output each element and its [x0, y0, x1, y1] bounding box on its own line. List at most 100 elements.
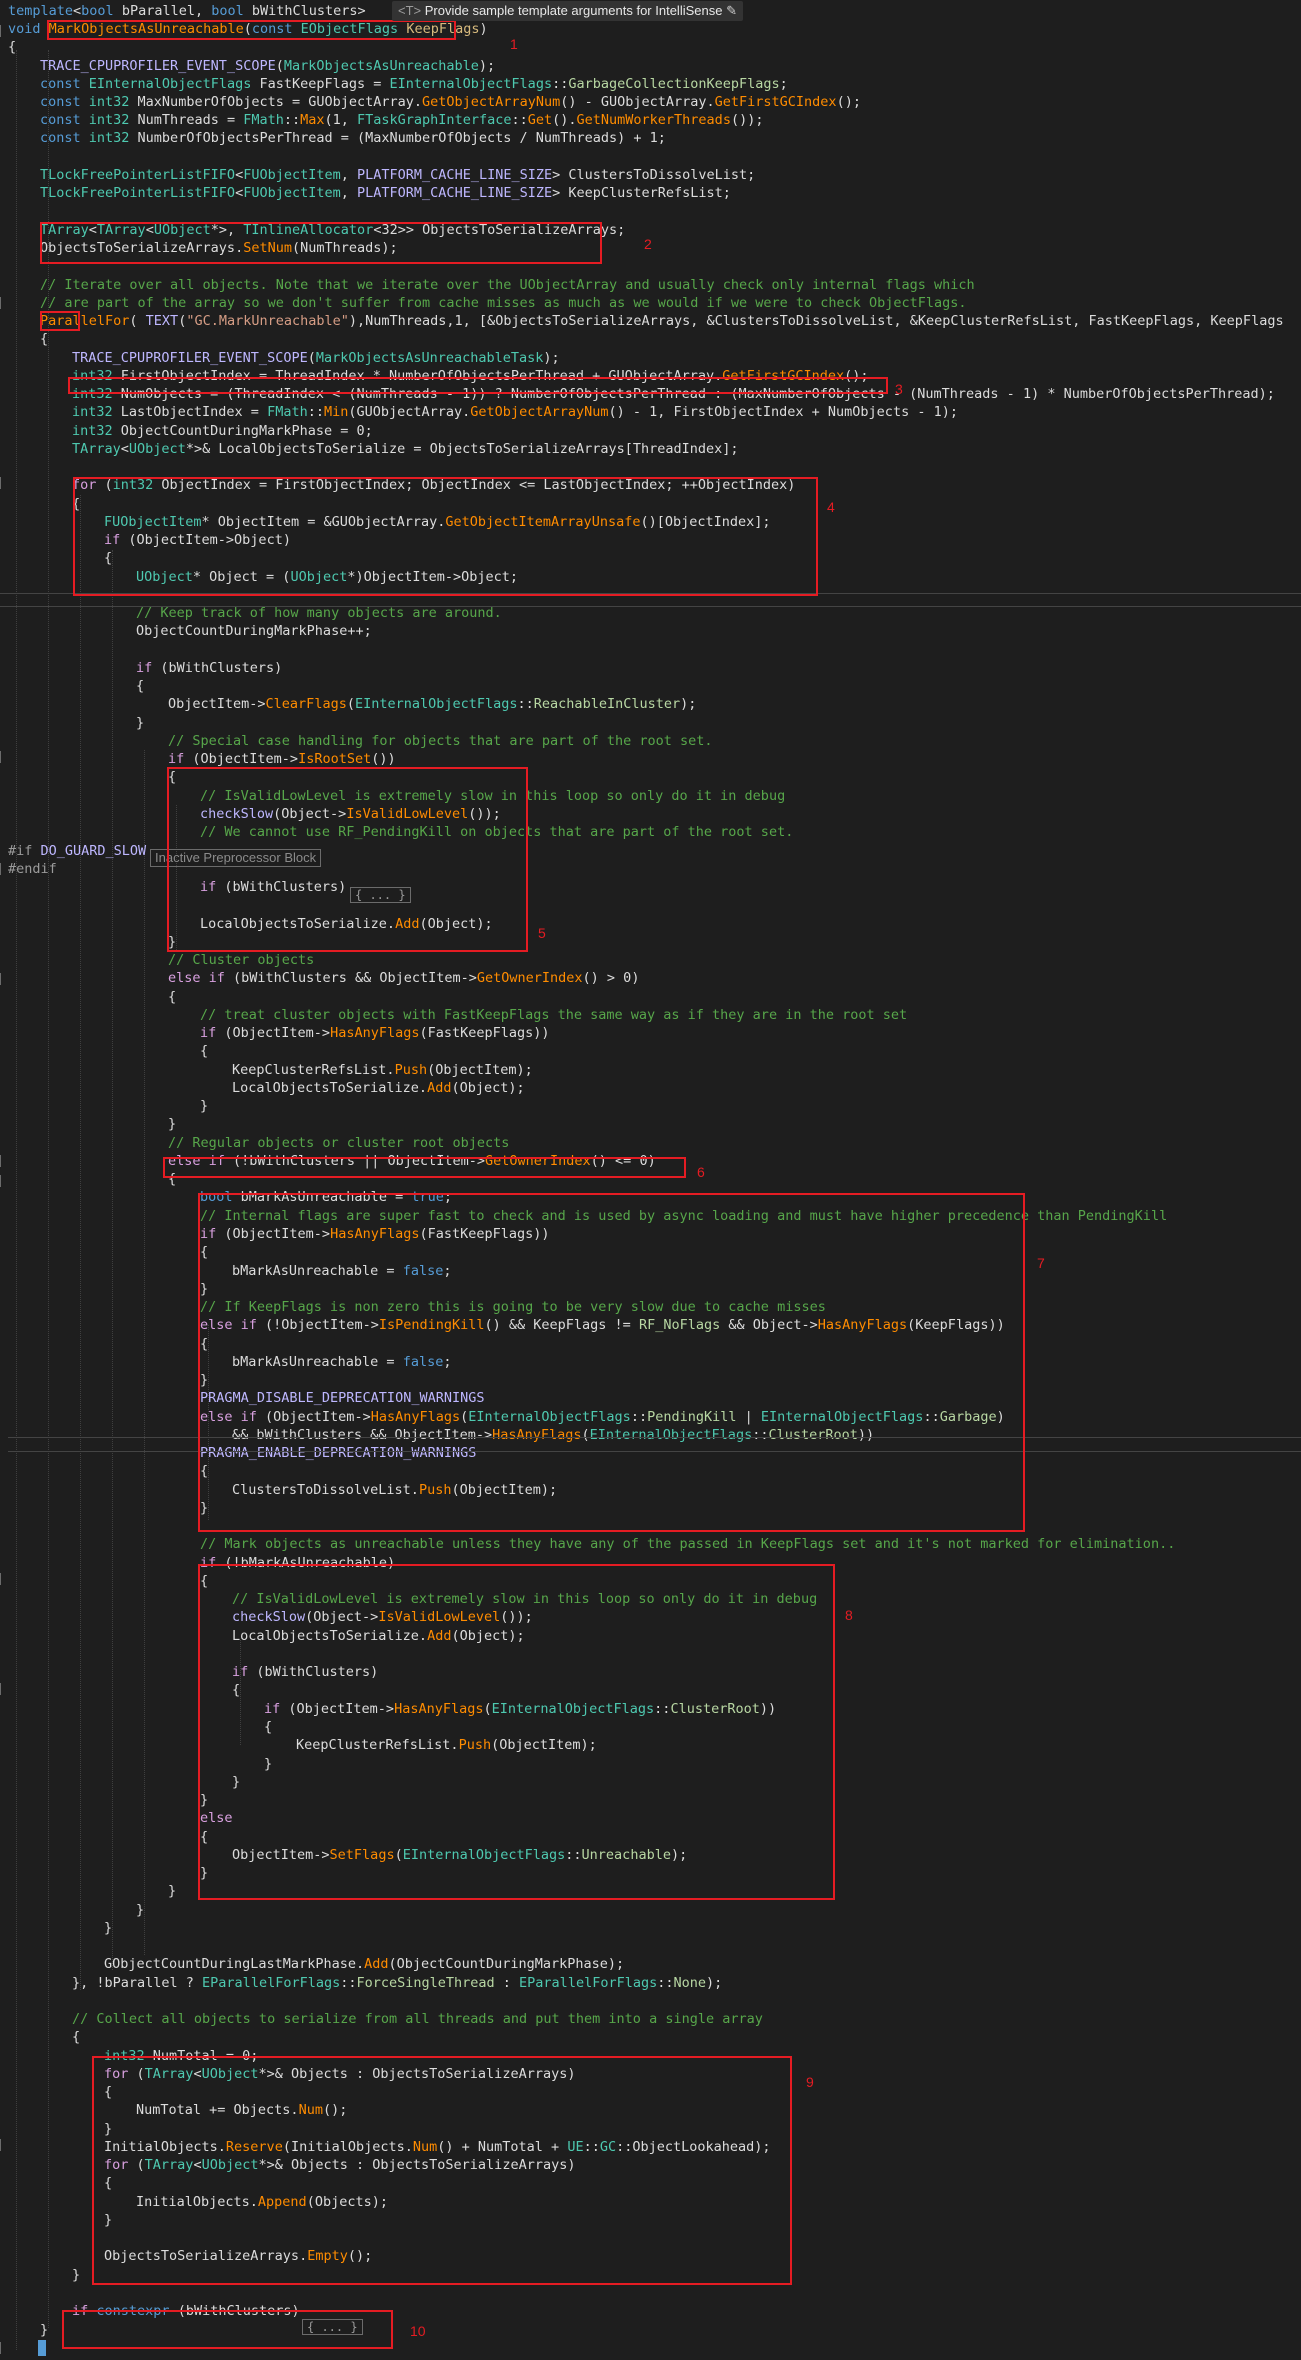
code-line[interactable]: PRAGMA_ENABLE_DEPRECATION_WARNINGS	[200, 1444, 476, 1462]
fold-marker[interactable]	[0, 973, 9, 985]
code-line[interactable]: ParallelFor( TEXT("GC.MarkUnreachable"),…	[40, 312, 1284, 330]
code-line[interactable]: else if (ObjectItem->HasAnyFlags(EIntern…	[200, 1408, 1005, 1426]
code-line[interactable]: TRACE_CPUPROFILER_EVENT_SCOPE(MarkObject…	[72, 349, 560, 367]
code-line[interactable]: }	[264, 1755, 272, 1773]
code-line[interactable]: LocalObjectsToSerialize.Add(Object);	[232, 1627, 525, 1645]
code-line[interactable]: for (TArray<UObject*>& Objects : Objects…	[104, 2156, 575, 2174]
code-line[interactable]: // Iterate over all objects. Note that w…	[40, 276, 975, 294]
code-line[interactable]: ClustersToDissolveList.Push(ObjectItem);	[232, 1481, 557, 1499]
code-line[interactable]: TArray<TArray<UObject*>, TInlineAllocato…	[40, 221, 625, 239]
code-line[interactable]: }	[200, 1371, 208, 1389]
code-line[interactable]: NumTotal += Objects.Num();	[136, 2101, 347, 2119]
fold-marker[interactable]	[0, 751, 9, 763]
fold-marker[interactable]	[0, 25, 9, 37]
code-line[interactable]: ObjectsToSerializeArrays.SetNum(NumThrea…	[40, 239, 398, 257]
code-line[interactable]: LocalObjectsToSerialize.Add(Object);	[200, 915, 493, 933]
code-line[interactable]: if (ObjectItem->HasAnyFlags(FastKeepFlag…	[200, 1225, 550, 1243]
code-line[interactable]: {	[72, 2028, 80, 2046]
fold-marker[interactable]	[0, 2342, 9, 2354]
code-line[interactable]: // Internal flags are super fast to chec…	[200, 1207, 1167, 1225]
code-line[interactable]: {	[200, 1828, 208, 1846]
code-line[interactable]: {	[168, 768, 176, 786]
code-line[interactable]: }	[136, 1901, 144, 1919]
code-line[interactable]: }	[200, 1864, 208, 1882]
code-line[interactable]: else	[200, 1809, 233, 1827]
code-line[interactable]: {	[136, 677, 144, 695]
code-line[interactable]: {	[72, 495, 80, 513]
fold-marker[interactable]	[0, 1683, 9, 1695]
collapsed-region-button[interactable]: { ... }	[302, 2319, 363, 2335]
code-line[interactable]: int32 NumObjects = (ThreadIndex < (NumTh…	[72, 385, 1275, 403]
code-line[interactable]: const EInternalObjectFlags FastKeepFlags…	[40, 75, 788, 93]
inactive-preprocessor-label[interactable]: Inactive Preprocessor Block	[150, 849, 322, 867]
code-line[interactable]: {	[200, 1572, 208, 1590]
code-line[interactable]: }	[200, 1097, 208, 1115]
code-line[interactable]: #if DO_GUARD_SLOW	[8, 842, 146, 860]
code-line[interactable]: if (ObjectItem->Object)	[104, 531, 291, 549]
code-line[interactable]: {	[40, 330, 48, 348]
code-line[interactable]: #endif	[8, 860, 57, 878]
code-line[interactable]: {	[232, 1681, 240, 1699]
code-line[interactable]: }	[168, 933, 176, 951]
code-line[interactable]: }	[168, 1882, 176, 1900]
code-line[interactable]: {	[104, 2083, 112, 2101]
code-line[interactable]: ObjectItem->ClearFlags(EInternalObjectFl…	[168, 695, 696, 713]
code-line[interactable]: LocalObjectsToSerialize.Add(Object);	[232, 1079, 525, 1097]
code-line[interactable]: for (int32 ObjectIndex = FirstObjectInde…	[72, 476, 795, 494]
fold-marker[interactable]	[0, 863, 9, 875]
code-line[interactable]: }	[72, 2266, 80, 2284]
code-line[interactable]: InitialObjects.Reserve(InitialObjects.Nu…	[104, 2138, 771, 2156]
code-line[interactable]: // Mark objects as unreachable unless th…	[200, 1535, 1175, 1553]
code-line[interactable]: }	[200, 1499, 208, 1517]
collapsed-region-button[interactable]: { ... }	[350, 887, 411, 903]
code-line[interactable]: ObjectsToSerializeArrays.Empty();	[104, 2247, 372, 2265]
code-line[interactable]: ObjectCountDuringMarkPhase++;	[136, 622, 372, 640]
code-line[interactable]: {	[200, 1462, 208, 1480]
code-line[interactable]: int32 LastObjectIndex = FMath::Min(GUObj…	[72, 403, 958, 421]
code-line[interactable]: void MarkObjectsAsUnreachable(const EObj…	[8, 20, 488, 38]
fold-marker[interactable]	[0, 1573, 9, 1585]
code-line[interactable]: TLockFreePointerListFIFO<FUObjectItem, P…	[40, 184, 731, 202]
code-line[interactable]: if (!bMarkAsUnreachable)	[200, 1554, 395, 1572]
code-line[interactable]: }	[200, 1791, 208, 1809]
code-line[interactable]: // treat cluster objects with FastKeepFl…	[200, 1006, 907, 1024]
code-line[interactable]: {	[200, 1243, 208, 1261]
code-line[interactable]: // are part of the array so we don't suf…	[40, 294, 967, 312]
code-line[interactable]: PRAGMA_DISABLE_DEPRECATION_WARNINGS	[200, 1389, 484, 1407]
code-line[interactable]: }, !bParallel ? EParallelForFlags::Force…	[72, 1974, 722, 1992]
code-line[interactable]: const int32 NumThreads = FMath::Max(1, F…	[40, 111, 763, 129]
code-line[interactable]: {	[200, 1042, 208, 1060]
code-line[interactable]: // We cannot use RF_PendingKill on objec…	[200, 823, 793, 841]
fold-marker[interactable]	[0, 477, 9, 489]
code-line[interactable]: }	[104, 1919, 112, 1937]
code-line[interactable]: for (TArray<UObject*>& Objects : Objects…	[104, 2065, 575, 2083]
code-line[interactable]: {	[168, 988, 176, 1006]
fold-marker[interactable]	[0, 1155, 9, 1167]
code-line[interactable]: UObject* Object = (UObject*)ObjectItem->…	[136, 568, 518, 586]
code-line[interactable]: // IsValidLowLevel is extremely slow in …	[232, 1590, 817, 1608]
code-line[interactable]: checkSlow(Object->IsValidLowLevel());	[200, 805, 501, 823]
code-line[interactable]: if (bWithClusters)	[136, 659, 282, 677]
code-line[interactable]: else if (bWithClusters && ObjectItem->Ge…	[168, 969, 639, 987]
code-line[interactable]: {	[8, 38, 16, 56]
fold-marker[interactable]	[0, 2139, 9, 2151]
code-line[interactable]: int32 ObjectCountDuringMarkPhase = 0;	[72, 422, 373, 440]
intellisense-hint[interactable]: <T> Provide sample template arguments fo…	[392, 1, 743, 21]
fold-marker[interactable]	[0, 1175, 9, 1187]
code-line[interactable]: bMarkAsUnreachable = false;	[232, 1353, 451, 1371]
code-line[interactable]: int32 FirstObjectIndex = ThreadIndex * N…	[72, 367, 869, 385]
code-line[interactable]: {	[200, 1335, 208, 1353]
code-line[interactable]: // Collect all objects to serialize from…	[72, 2010, 763, 2028]
code-line[interactable]: // Cluster objects	[168, 951, 314, 969]
code-line[interactable]: if (ObjectItem->HasAnyFlags(EInternalObj…	[264, 1700, 776, 1718]
code-line[interactable]: {	[168, 1170, 176, 1188]
code-line[interactable]: if (bWithClusters)	[200, 878, 346, 896]
code-line[interactable]: {	[264, 1718, 272, 1736]
code-line[interactable]: const int32 MaxNumberOfObjects = GUObjec…	[40, 93, 861, 111]
code-line[interactable]: // Keep track of how many objects are ar…	[136, 604, 502, 622]
code-line[interactable]: TLockFreePointerListFIFO<FUObjectItem, P…	[40, 166, 755, 184]
code-line[interactable]: // If KeepFlags is non zero this is goin…	[200, 1298, 826, 1316]
code-line[interactable]: // Special case handling for objects tha…	[168, 732, 713, 750]
code-line[interactable]: else if (!ObjectItem->IsPendingKill() &&…	[200, 1316, 1005, 1334]
